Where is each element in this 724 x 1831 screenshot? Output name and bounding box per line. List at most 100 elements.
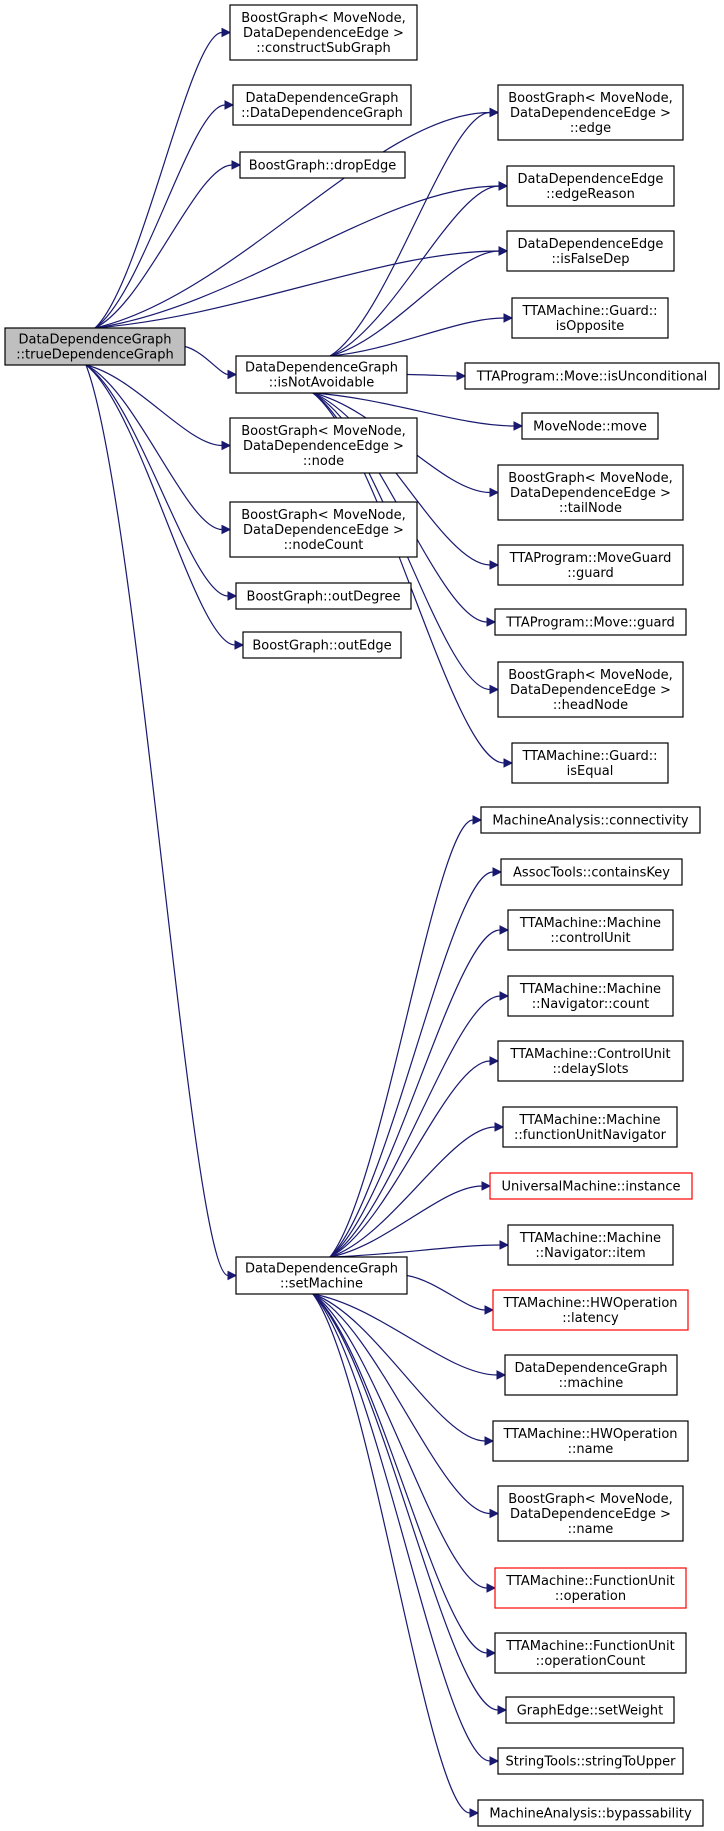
node-edge[interactable]: BoostGraph< MoveNode,DataDependenceEdge … [497, 84, 684, 141]
edge-setMachine-to-fuNavigator [329, 1126, 496, 1258]
node-box [464, 362, 720, 390]
node-label: BoostGraph< MoveNode, [241, 424, 406, 439]
edge-setMachine-to-connectivity [329, 819, 474, 1258]
node-box [492, 1289, 689, 1331]
node-bypassability[interactable]: MachineAnalysis::bypassability [477, 1799, 704, 1827]
node-bgName[interactable]: BoostGraph< MoveNode,DataDependenceEdge … [497, 1485, 684, 1542]
node-node[interactable]: BoostGraph< MoveNode,DataDependenceEdge … [229, 417, 418, 474]
node-label: DataDependenceEdge [518, 237, 664, 252]
edge-root-to-ddgCtor [94, 104, 226, 329]
node-label: ::name [568, 1522, 614, 1537]
node-isEqual[interactable]: TTAMachine::Guard::isEqual [511, 742, 669, 784]
node-box [229, 501, 418, 558]
edge-setMachine-to-stringToUpper [312, 1293, 491, 1762]
node-constructSubGraph[interactable]: BoostGraph< MoveNode,DataDependenceEdge … [229, 4, 418, 61]
edge-setMachine-to-ddgMachine [312, 1293, 498, 1376]
node-isOpposite[interactable]: TTAMachine::Guard::isOpposite [511, 297, 669, 339]
edge-arrowhead [227, 369, 238, 380]
node-connectivity[interactable]: MachineAnalysis::connectivity [480, 806, 701, 834]
node-fuOpCount[interactable]: TTAMachine::FunctionUnit::operationCount [494, 1632, 687, 1674]
node-label: ::latency [562, 1311, 619, 1326]
edge-arrowhead [489, 684, 500, 695]
node-box [497, 1747, 684, 1775]
node-root[interactable]: DataDependenceGraph::trueDependenceGraph [4, 327, 186, 366]
node-ddgMachine[interactable]: DataDependenceGraph::machine [504, 1354, 678, 1396]
node-box [506, 230, 675, 272]
node-delaySlots[interactable]: TTAMachine::ControlUnit::delaySlots [497, 1040, 684, 1082]
node-box [229, 4, 418, 61]
node-nodeCount[interactable]: BoostGraph< MoveNode,DataDependenceEdge … [229, 501, 418, 558]
node-label: BoostGraph< MoveNode, [508, 91, 673, 106]
node-instance[interactable]: UniversalMachine::instance [489, 1172, 693, 1200]
node-box [497, 1040, 684, 1082]
node-box [477, 1799, 704, 1827]
node-isUnconditional[interactable]: TTAProgram::Move::isUnconditional [464, 362, 720, 390]
node-moveGuardGuard[interactable]: TTAProgram::MoveGuard::guard [497, 544, 684, 586]
node-dropEdge[interactable]: BoostGraph::dropEdge [239, 151, 406, 179]
node-label: TTAMachine::Machine [518, 1113, 660, 1128]
node-moveGuard[interactable]: TTAProgram::Move::guard [494, 608, 687, 636]
node-box [500, 858, 683, 886]
node-label: ::setMachine [280, 1277, 363, 1292]
node-box [494, 1567, 687, 1609]
edge-isNotAvoidable-to-isOpposite [329, 317, 505, 357]
node-tailNode[interactable]: BoostGraph< MoveNode,DataDependenceEdge … [497, 464, 684, 521]
node-label: TTAProgram::MoveGuard [509, 551, 672, 566]
node-navItem[interactable]: TTAMachine::Machine::Navigator::item [507, 1224, 674, 1266]
edge-arrowhead [496, 1370, 507, 1380]
edge-arrowhead [489, 1508, 500, 1519]
node-box [497, 84, 684, 141]
edge-setMachine-to-controlUnit [329, 929, 501, 1258]
node-label: ::guard [567, 566, 614, 581]
edge-arrowhead [498, 181, 509, 191]
node-setMachine[interactable]: DataDependenceGraph::setMachine [235, 1256, 408, 1295]
node-setWeight[interactable]: GraphEdge::setWeight [505, 1696, 675, 1724]
node-label: ::controlUnit [550, 931, 630, 946]
node-label: ::constructSubGraph [256, 41, 390, 56]
node-controlUnit[interactable]: TTAMachine::Machine::controlUnit [507, 909, 674, 951]
node-box [239, 151, 406, 179]
node-stringToUpper[interactable]: StringTools::stringToUpper [497, 1747, 684, 1775]
node-navCount[interactable]: TTAMachine::Machine::Navigator::count [507, 975, 674, 1017]
node-containsKey[interactable]: AssocTools::containsKey [500, 858, 683, 886]
node-fuNavigator[interactable]: TTAMachine::Machine::functionUnitNavigat… [502, 1106, 678, 1148]
edge-root-to-dropEdge [94, 164, 233, 329]
node-label: DataDependenceGraph [245, 361, 398, 376]
node-headNode[interactable]: BoostGraph< MoveNode,DataDependenceEdge … [497, 661, 684, 718]
node-isNotAvoidable[interactable]: DataDependenceGraph::isNotAvoidable [235, 355, 408, 394]
node-label: ::operation [555, 1589, 626, 1604]
node-fuOperation[interactable]: TTAMachine::FunctionUnit::operation [494, 1567, 687, 1609]
node-outEdge[interactable]: BoostGraph::outEdge [242, 631, 402, 659]
node-box [504, 1354, 678, 1396]
node-label: ::node [303, 454, 344, 469]
node-box [497, 464, 684, 521]
edge-arrowhead [234, 640, 245, 650]
node-isFalseDep[interactable]: DataDependenceEdge::isFalseDep [506, 230, 675, 272]
edge-arrowhead [489, 1056, 500, 1066]
node-outDegree[interactable]: BoostGraph::outDegree [235, 582, 412, 610]
node-label: ::tailNode [559, 501, 622, 516]
edge-root-to-nodeCount [85, 364, 223, 531]
node-label: TTAMachine::FunctionUnit [505, 1574, 674, 1589]
edge-setMachine-to-fuOpCount [312, 1293, 488, 1654]
node-edgeReason[interactable]: DataDependenceEdge::edgeReason [506, 165, 675, 207]
edge-setMachine-to-navItem [330, 1244, 501, 1258]
node-hwName[interactable]: TTAMachine::HWOperation::name [492, 1420, 689, 1462]
node-label: DataDependenceEdge > [510, 683, 671, 698]
edge-arrowhead [489, 487, 500, 498]
node-box [4, 327, 186, 366]
edge-isNotAvoidable-to-moveGuardGuard [312, 392, 491, 566]
edge-root-to-edge [94, 111, 491, 329]
node-box [494, 608, 687, 636]
edge-arrowhead [489, 560, 500, 570]
node-move[interactable]: MoveNode::move [521, 412, 659, 440]
node-ddgCtor[interactable]: DataDependenceGraph::DataDependenceGraph [232, 84, 412, 126]
edge-root-to-edgeReason [94, 185, 500, 329]
node-label: TTAMachine::Machine [519, 916, 661, 931]
node-label: TTAMachine::Machine [519, 982, 661, 997]
edge-setMachine-to-fuOperation [312, 1293, 488, 1589]
edge-arrowhead [221, 440, 232, 451]
node-label: DataDependenceEdge > [243, 26, 404, 41]
node-latency[interactable]: TTAMachine::HWOperation::latency [492, 1289, 689, 1331]
node-label: MachineAnalysis::bypassability [489, 1807, 692, 1822]
